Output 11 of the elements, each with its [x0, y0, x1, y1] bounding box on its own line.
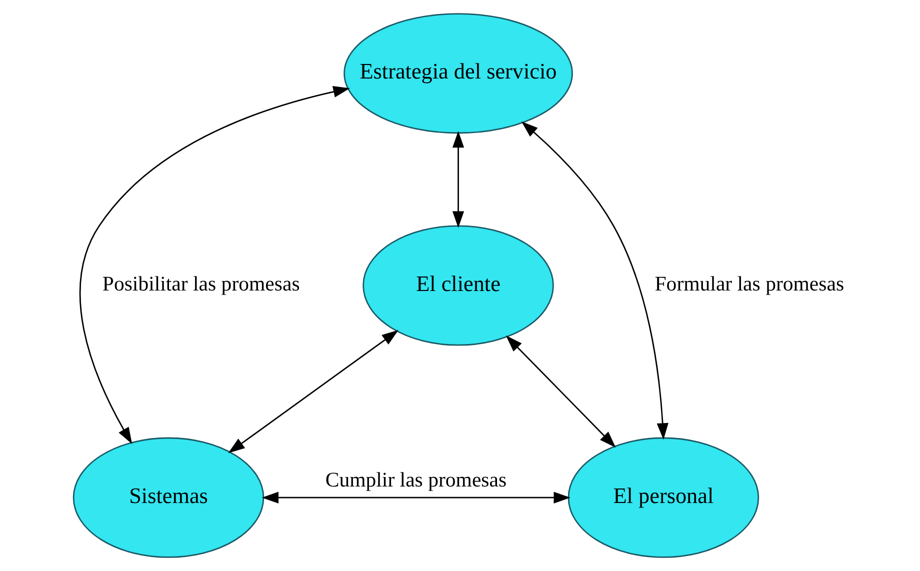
- arrow: [79, 86, 350, 444]
- node-ellipse: Estrategia del servicio: [344, 13, 573, 134]
- arrow: [262, 492, 570, 504]
- edge-label: Formular las promesas: [654, 272, 844, 296]
- arrow: [521, 121, 668, 440]
- arrow: [506, 336, 616, 448]
- edge-label: Cumplir las promesas: [325, 468, 507, 492]
- arrow: [452, 130, 464, 228]
- edge-label: Posibilitar las promesas: [102, 272, 300, 296]
- arrow: [228, 330, 399, 454]
- node-ellipse: El personal: [568, 437, 760, 558]
